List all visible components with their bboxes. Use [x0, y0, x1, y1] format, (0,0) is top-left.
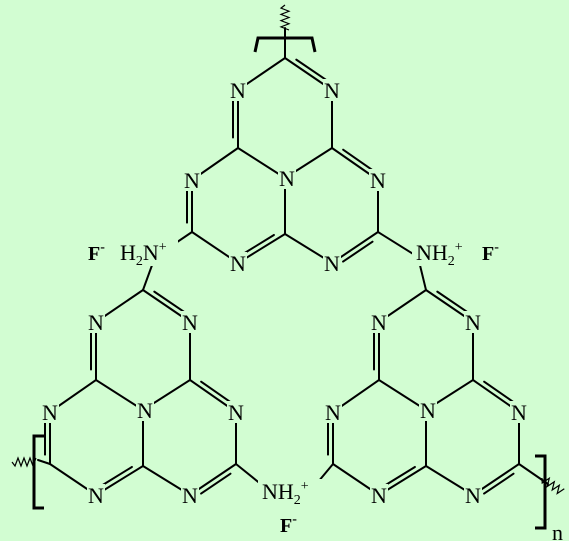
top-unit-n-upper-left: N: [230, 78, 246, 103]
top-unit-n-lower-left-box: [183, 169, 201, 191]
h2n-plus-left-box: [116, 240, 178, 266]
right-unit-cr-nbr-second: [483, 380, 515, 404]
top-unit-n-bottom-left: N: [230, 251, 246, 276]
left-unit-n-upper-right: N: [182, 310, 198, 335]
right-unit-cl-c: [378, 379, 427, 411]
right-unit-n-upper-right-box: [464, 311, 482, 333]
fluoride-left: F-: [88, 240, 105, 265]
top-wavy-bond: [279, 4, 291, 31]
top-unit-n-upper-right-box: [323, 79, 341, 101]
top-unit-n-bottom-left-box: [229, 252, 247, 274]
top-unit-cr-nbr-second: [342, 148, 374, 172]
top-unit-nb1-cb-second: [242, 233, 275, 255]
bracket-layer: [11, 4, 565, 530]
left-unit-n-lower-right-box: [227, 401, 245, 423]
left-unit-cl-c: [95, 379, 144, 411]
top-unit-n-lower-left: N: [184, 168, 200, 193]
left-wavy-bond: [11, 456, 37, 468]
left-unit-n-lower-right: N: [228, 400, 244, 425]
nh2-plus-bottom-box: [258, 479, 324, 505]
left-unit-n-lower-left-box: [41, 401, 59, 423]
bridge-left-bottom: [235, 463, 263, 486]
right-unit-n-center: N: [420, 398, 436, 423]
left-unit-n-center: N: [137, 398, 153, 423]
right-unit-n-lower-left-box: [324, 401, 342, 423]
left-unit-cr-nbr-second: [200, 380, 232, 404]
left-unit-n-upper-left-box: [87, 311, 105, 333]
fluoride-right: F-: [482, 240, 499, 265]
right-unit-n-upper-right: N: [465, 310, 481, 335]
top-bracket: [253, 36, 317, 53]
top-unit-n-center-box: [278, 167, 296, 189]
h2n-plus-left: H2N+: [120, 240, 167, 269]
right-unit-n-lower-right: N: [511, 400, 527, 425]
right-unit-n-upper-left: N: [371, 310, 387, 335]
left-stub: [37, 459, 51, 465]
top-unit-n-upper-right: N: [324, 78, 340, 103]
top-unit-n-center: N: [279, 166, 295, 191]
top-unit-n-bottom-right: N: [324, 251, 340, 276]
right-unit-ct-nr-second: [436, 290, 469, 314]
left-unit-ct-nr-second: [153, 290, 186, 314]
left-unit-n-bottom-right: N: [182, 483, 198, 508]
atom-label-layer: N N N N N N N N N N N N N N N N N N N N N H2N+ NH2+ NH2+ F- F- F-n: [41, 78, 563, 541]
top-unit-n-upper-left-box: [229, 79, 247, 101]
right-unit-n-upper-left-box: [370, 311, 388, 333]
nh2-plus-right-box: [412, 240, 478, 266]
right-unit-n-lower-left: N: [325, 400, 341, 425]
right-unit-cbr-nb2-second: [483, 472, 515, 495]
nh2-plus-bottom: NH2+: [262, 479, 309, 508]
right-bracket: [535, 454, 547, 530]
right-unit-n-bottom-right-box: [464, 484, 482, 506]
left-unit-n-bottom-left-box: [87, 484, 105, 506]
top-unit-cl-c: [237, 147, 286, 179]
left-unit-nb1-cb-second: [100, 465, 133, 487]
top-unit-cbr-nb2-second: [342, 240, 374, 263]
left-unit-n-lower-left: N: [42, 400, 58, 425]
left-unit-n-center-box: [136, 399, 154, 421]
left-unit-n-bottom-left: N: [88, 483, 104, 508]
top-unit-n-lower-right: N: [370, 168, 386, 193]
left-unit-cbr-nb2-second: [200, 472, 232, 495]
right-unit-n-bottom-left: N: [371, 483, 387, 508]
right-unit-nb1-cb-second: [383, 465, 416, 487]
nh2-plus-right: NH2+: [416, 240, 463, 269]
left-bracket: [32, 434, 44, 510]
left-unit-n-upper-right-box: [181, 311, 199, 333]
right-wavy-bond: [541, 476, 565, 495]
right-unit-n-center-box: [419, 399, 437, 421]
bridge-top-right: [377, 231, 419, 258]
right-stub: [518, 463, 549, 485]
top-unit-ct-nr-second: [295, 58, 328, 82]
top-unit-n-bottom-right-box: [323, 252, 341, 274]
left-unit-n-upper-left: N: [88, 310, 104, 335]
right-unit-n-bottom-right: N: [465, 483, 481, 508]
left-unit-n-bottom-right-box: [181, 484, 199, 506]
repeat-unit-n: n: [552, 520, 563, 541]
fluoride-bottom: F-: [280, 512, 297, 537]
right-unit-n-lower-right-box: [510, 401, 528, 423]
top-unit-n-lower-right-box: [369, 169, 387, 191]
right-unit-n-bottom-left-box: [370, 484, 388, 506]
